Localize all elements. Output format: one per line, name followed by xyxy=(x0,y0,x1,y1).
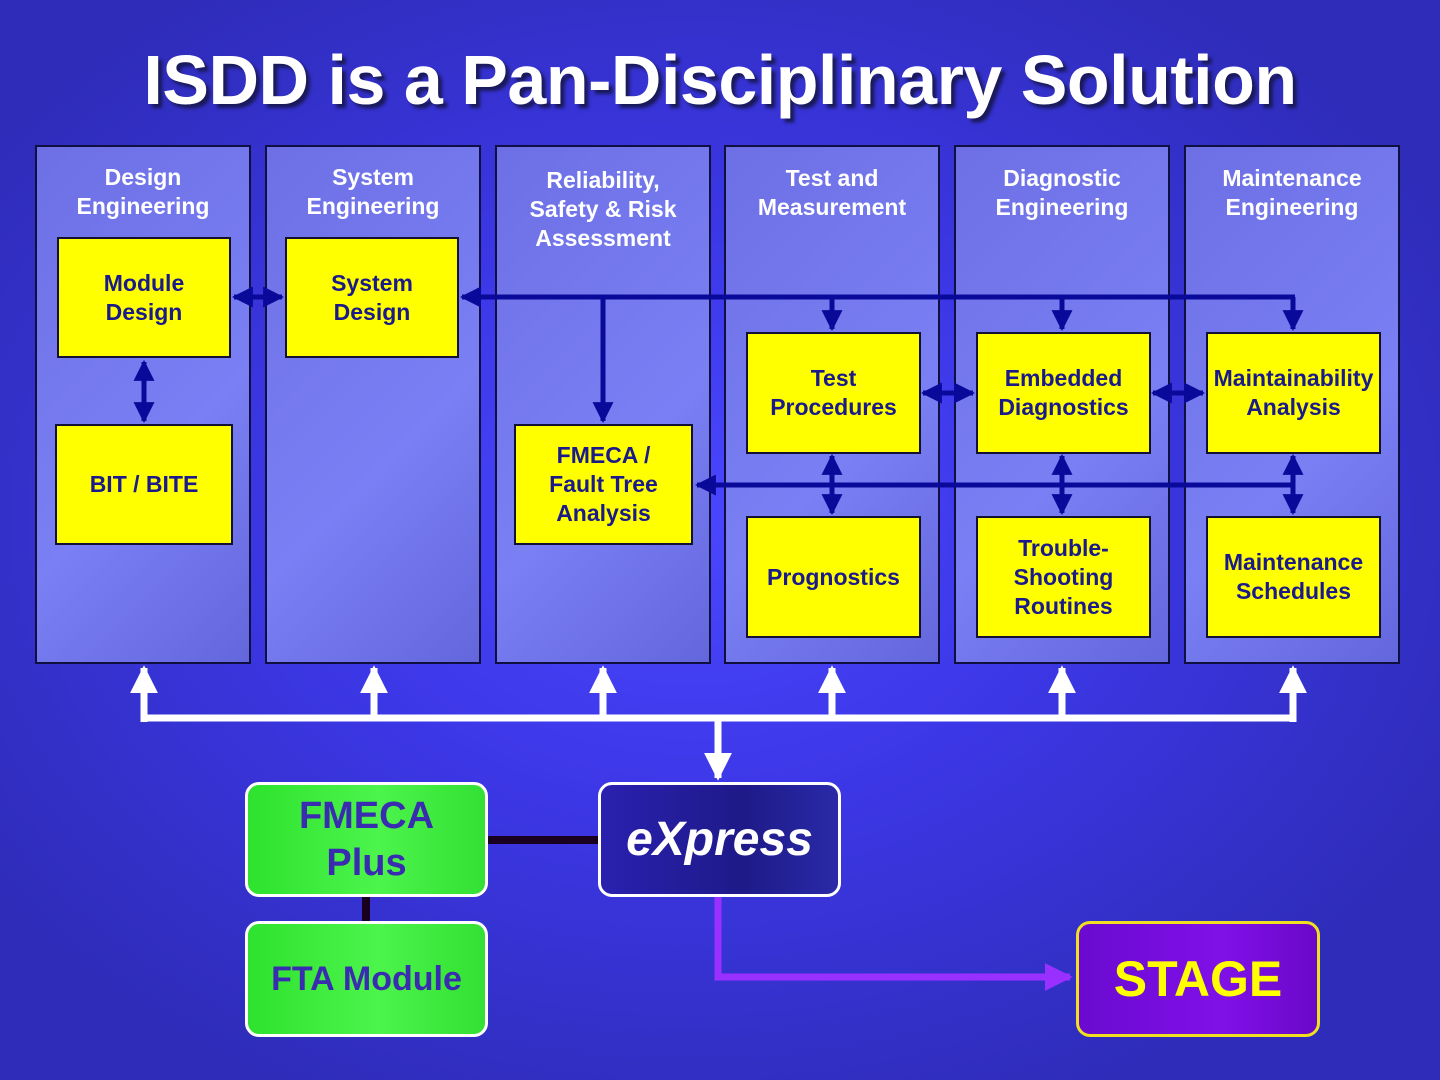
column-title: Maintenance Engineering xyxy=(1222,165,1362,220)
box-system-design: System Design xyxy=(285,237,459,358)
box-test-procedures: Test Procedures xyxy=(746,332,921,454)
column-title: Reliability, Safety & Risk Assessment xyxy=(529,167,677,251)
box-prognostics: Prognostics xyxy=(746,516,921,638)
tool-fta-module: FTA Module xyxy=(245,921,488,1037)
box-module-design: Module Design xyxy=(57,237,231,358)
column-title: Design Engineering xyxy=(76,164,210,219)
box-bit-bite: BIT / BITE xyxy=(55,424,233,545)
box-maintainability-analysis: Maintainability Analysis xyxy=(1206,332,1381,454)
tool-express: eXpress xyxy=(598,782,841,897)
box-troubleshooting-routines: Trouble- Shooting Routines xyxy=(976,516,1151,638)
tool-fmeca-plus: FMECA Plus xyxy=(245,782,488,897)
box-fmeca-fault-tree: FMECA / Fault Tree Analysis xyxy=(514,424,693,545)
edge-express-stage xyxy=(714,896,1073,991)
tool-stage: STAGE xyxy=(1076,921,1320,1037)
column-title: System Engineering xyxy=(306,164,440,219)
box-embedded-diagnostics: Embedded Diagnostics xyxy=(976,332,1151,454)
box-maintenance-schedules: Maintenance Schedules xyxy=(1206,516,1381,638)
slide-title: ISDD is a Pan-Disciplinary Solution xyxy=(143,41,1297,119)
column-system-engineering: System Engineering xyxy=(265,145,481,664)
column-title: Test and Measurement xyxy=(757,165,907,220)
column-title: Diagnostic Engineering xyxy=(995,165,1129,220)
